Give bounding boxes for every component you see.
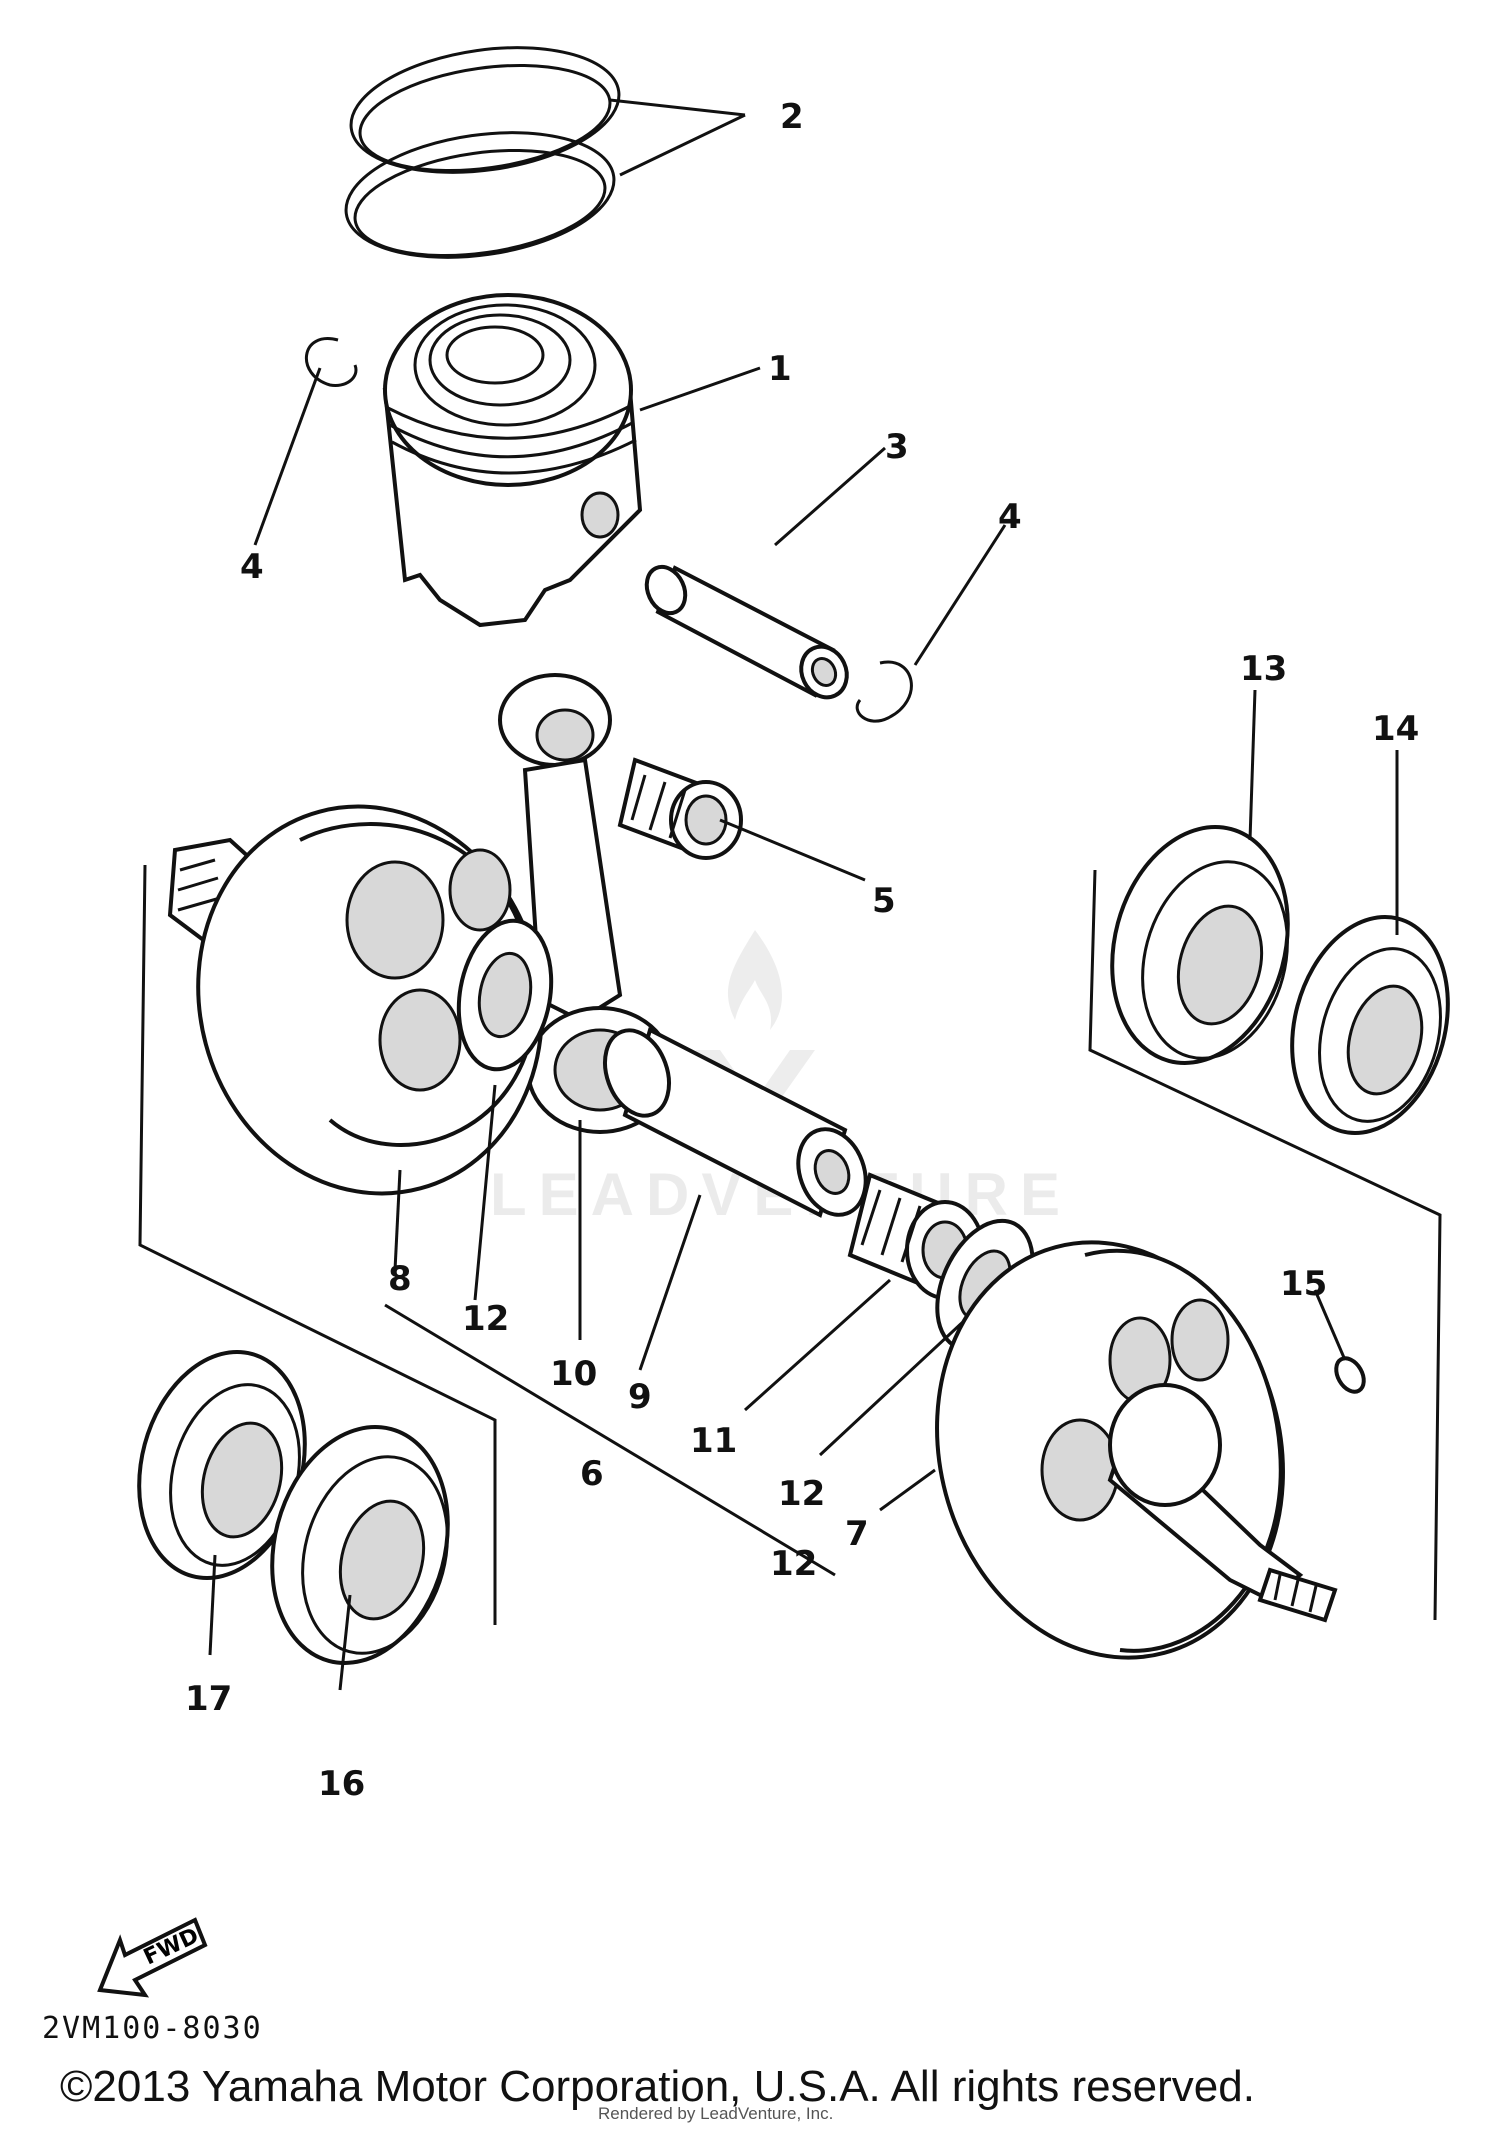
- small-end-bearing[interactable]: [617, 757, 743, 860]
- callout-10: 10: [550, 1354, 597, 1394]
- callout-4-left: 4: [240, 547, 264, 587]
- crank-bearing-left[interactable]: [247, 1407, 473, 1683]
- crank-half-right[interactable]: [891, 1203, 1338, 1697]
- drawing-code: 2VM100-8030: [42, 2011, 263, 2046]
- callout-6: 6: [580, 1454, 604, 1494]
- callout-15: 15: [1280, 1264, 1327, 1304]
- callout-1: 1: [768, 349, 792, 389]
- leader-lines: [208, 98, 1399, 1691]
- rendered-by-notice: Rendered by LeadVenture, Inc.: [598, 2104, 834, 2123]
- callout-5: 5: [872, 881, 896, 921]
- callout-17: 17: [185, 1679, 232, 1719]
- big-end-bearing[interactable]: [847, 1172, 985, 1300]
- callout-12-bottom: 12: [770, 1544, 817, 1584]
- oil-seal-left[interactable]: [115, 1333, 329, 1597]
- assembly-bracket-lines: [138, 864, 1442, 1625]
- thrust-washer-left[interactable]: [448, 913, 563, 1076]
- piston-pin-clip-left[interactable]: [304, 337, 358, 388]
- callout-13: 13: [1240, 649, 1287, 689]
- callout-2: 2: [780, 97, 804, 137]
- crank-half-left[interactable]: [155, 768, 584, 1233]
- piston-rings[interactable]: [338, 32, 627, 273]
- callout-8: 8: [388, 1259, 412, 1299]
- woodruff-key[interactable]: [1331, 1353, 1370, 1396]
- piston-pin[interactable]: [640, 561, 855, 705]
- callout-12-left: 12: [462, 1299, 509, 1339]
- piston[interactable]: [382, 293, 643, 628]
- callout-9: 9: [628, 1377, 652, 1417]
- callout-7: 7: [845, 1514, 869, 1554]
- oil-seal-right[interactable]: [1269, 899, 1471, 1150]
- callout-16: 16: [318, 1764, 365, 1804]
- crank-bearing-right[interactable]: [1087, 807, 1313, 1083]
- callout-3: 3: [885, 427, 909, 467]
- callout-4-right: 4: [998, 497, 1022, 537]
- fwd-arrow-icon: FWD: [97, 1917, 208, 1998]
- callout-12-middle: 12: [778, 1474, 825, 1514]
- copyright-notice: ©2013 Yamaha Motor Corporation, U.S.A. A…: [60, 2062, 1255, 2111]
- piston-pin-clip-right[interactable]: [855, 660, 913, 723]
- callout-labels: 2 1 3 4 4 5 13 14 15 8 12 10 9 6 11 12 1…: [185, 97, 1419, 1804]
- callout-11: 11: [690, 1421, 737, 1461]
- crank-pin[interactable]: [594, 1021, 877, 1224]
- callout-14: 14: [1372, 709, 1419, 749]
